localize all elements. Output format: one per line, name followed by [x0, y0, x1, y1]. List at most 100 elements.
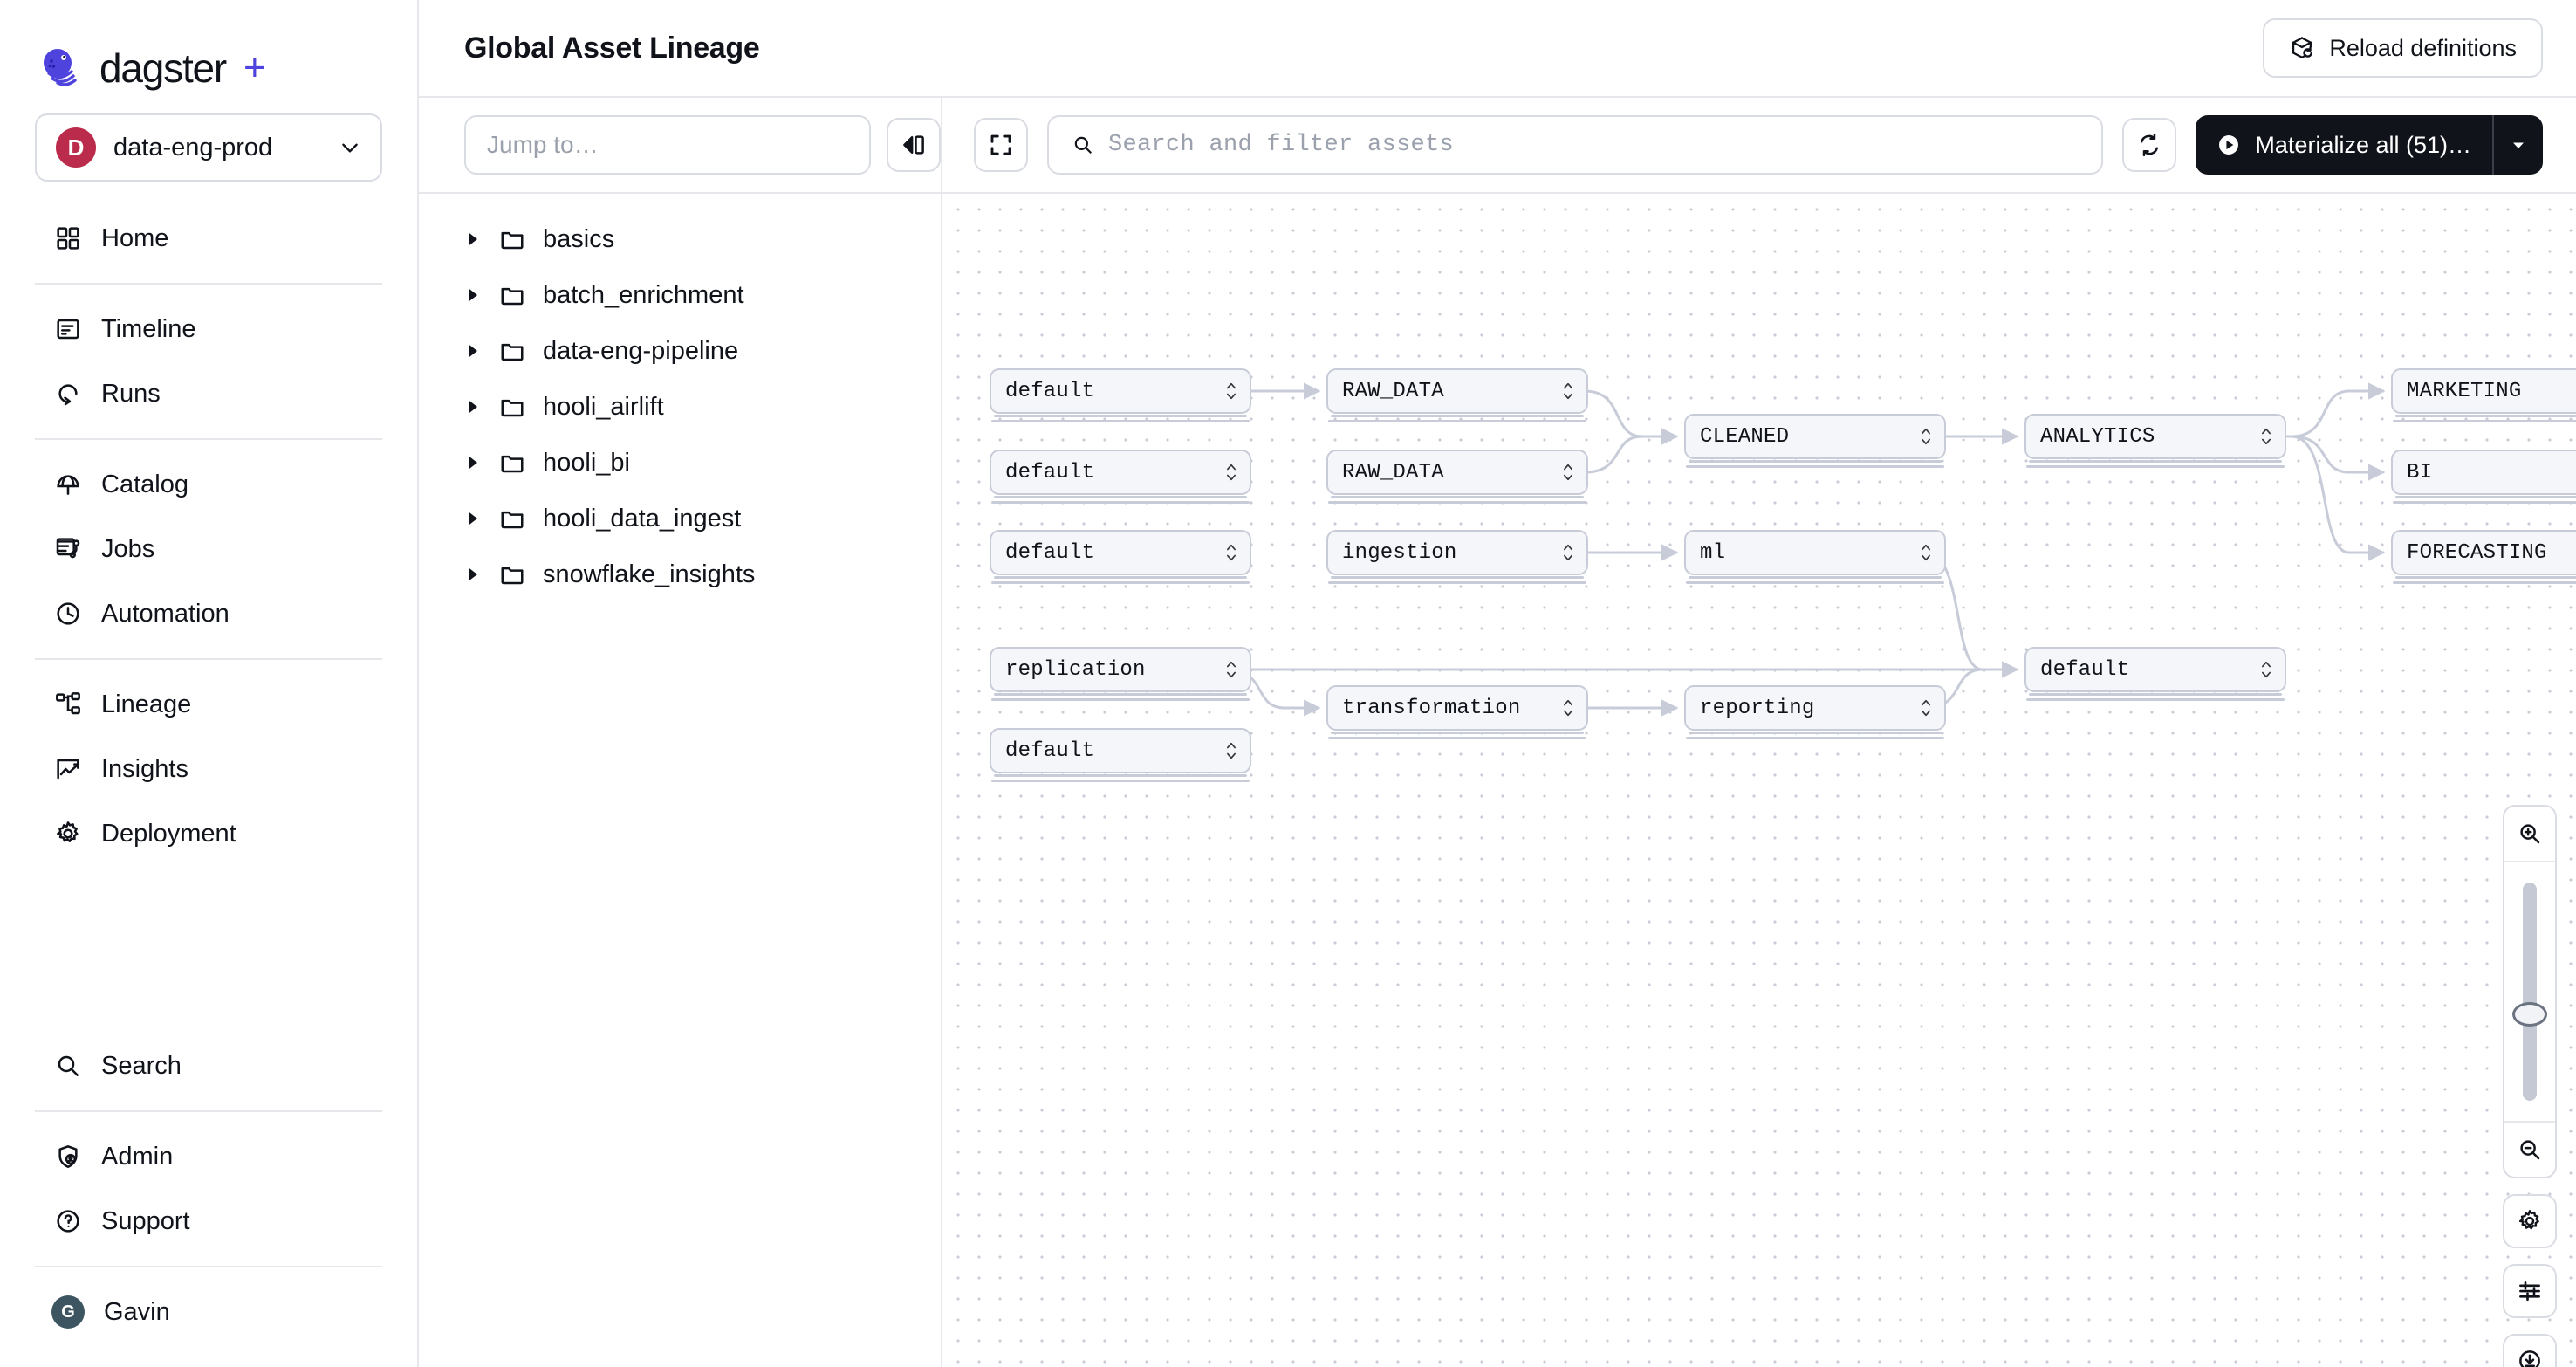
- sidebar-item-label: Search: [101, 1051, 182, 1080]
- deployment-avatar: D: [56, 127, 96, 168]
- graph-node[interactable]: transformation: [1326, 685, 1588, 731]
- refresh-icon: [2141, 133, 2159, 156]
- sidebar-item-jobs[interactable]: Jobs: [0, 517, 417, 581]
- zoom-slider[interactable]: [2504, 861, 2555, 1123]
- asset-search-placeholder: Search and filter assets: [1108, 132, 1455, 158]
- list-item[interactable]: hooli_data_ingest: [419, 491, 941, 546]
- nav-divider: [35, 438, 382, 440]
- sidebar-item-timeline[interactable]: Timeline: [0, 297, 417, 361]
- caret-right-icon: [469, 345, 477, 357]
- graph-node[interactable]: default: [990, 450, 1251, 495]
- expand-collapse-caret-icon[interactable]: [1562, 461, 1574, 484]
- caret-right-icon: [469, 512, 477, 525]
- sidebar-item-label: Support: [101, 1206, 190, 1235]
- list-item[interactable]: hooli_airlift: [419, 379, 941, 435]
- expand-collapse-caret-icon[interactable]: [1225, 461, 1237, 484]
- asset-group-tree: basics batch_enrichment data-eng-pipelin…: [419, 194, 942, 1367]
- secondary-nav: Search Admin Support: [0, 1034, 417, 1367]
- graph-node-stack-indicator: [990, 496, 1251, 505]
- graph-node[interactable]: RAW_DATA: [1326, 450, 1588, 495]
- expand-collapse-caret-icon[interactable]: [2260, 425, 2272, 448]
- sidebar-item-automation[interactable]: Automation: [0, 581, 417, 646]
- shield-user-icon: [58, 1145, 78, 1168]
- zoom-stack: [2503, 805, 2557, 1178]
- graph-node-stack-indicator: [990, 415, 1251, 423]
- graph-node[interactable]: FORECASTING: [2391, 530, 2576, 575]
- graph-settings-button[interactable]: [2503, 1194, 2557, 1248]
- deployment-selector[interactable]: D data-eng-prod: [35, 113, 382, 182]
- expand-collapse-caret-icon[interactable]: [1562, 380, 1574, 402]
- sidebar-item-search[interactable]: Search: [0, 1034, 417, 1098]
- graph-node[interactable]: RAW_DATA: [1326, 368, 1588, 414]
- materialize-dropdown-button[interactable]: [2494, 115, 2543, 175]
- graph-node[interactable]: default: [990, 368, 1251, 414]
- graph-node[interactable]: replication: [990, 647, 1251, 692]
- zoom-out-button[interactable]: [2504, 1123, 2555, 1177]
- graph-node[interactable]: ingestion: [1326, 530, 1588, 575]
- list-item[interactable]: data-eng-pipeline: [419, 323, 941, 379]
- expand-collapse-caret-icon[interactable]: [1225, 380, 1237, 402]
- materialize-all-button[interactable]: Materialize all (51)…: [2196, 115, 2543, 175]
- graph-node[interactable]: MARKETING: [2391, 368, 2576, 414]
- expand-collapse-caret-icon[interactable]: [1225, 541, 1237, 564]
- sidebar-item-admin[interactable]: Admin: [0, 1124, 417, 1189]
- sidebar: dagster + D data-eng-prod Home: [0, 0, 419, 1367]
- graph-node[interactable]: default: [990, 728, 1251, 773]
- zoom-slider-thumb[interactable]: [2512, 1002, 2547, 1027]
- expand-collapse-caret-icon[interactable]: [1562, 697, 1574, 719]
- refresh-button[interactable]: [2122, 118, 2177, 172]
- brand-logo[interactable]: dagster +: [0, 0, 417, 98]
- graph-node[interactable]: default: [990, 530, 1251, 575]
- graph-node[interactable]: CLEANED: [1684, 414, 1946, 459]
- collapse-panel-icon: [903, 135, 924, 155]
- content-split: basics batch_enrichment data-eng-pipelin…: [419, 194, 2576, 1367]
- nav-divider: [35, 1110, 382, 1112]
- graph-edge: [2286, 435, 2386, 481]
- reload-definitions-button[interactable]: Reload definitions: [2263, 18, 2543, 78]
- fullscreen-button[interactable]: [974, 118, 1028, 172]
- sidebar-item-insights[interactable]: Insights: [0, 737, 417, 801]
- expand-collapse-caret-icon[interactable]: [1225, 658, 1237, 681]
- list-item[interactable]: basics: [419, 211, 941, 267]
- graph-zoom-controls: [2503, 805, 2557, 1367]
- sidebar-item-home[interactable]: Home: [0, 206, 417, 271]
- expand-collapse-caret-icon[interactable]: [1225, 739, 1237, 762]
- sidebar-item-support[interactable]: Support: [0, 1189, 417, 1254]
- materialize-main[interactable]: Materialize all (51)…: [2196, 115, 2494, 175]
- collapse-panel-button[interactable]: [887, 118, 941, 172]
- graph-node-stack-indicator: [2391, 576, 2576, 585]
- sidebar-item-user[interactable]: G Gavin: [0, 1280, 417, 1344]
- graph-node[interactable]: ANALYTICS: [2024, 414, 2286, 459]
- list-item[interactable]: hooli_bi: [419, 435, 941, 491]
- list-item[interactable]: batch_enrichment: [419, 267, 941, 323]
- list-item[interactable]: snowflake_insights: [419, 546, 941, 602]
- graph-node-label: ml: [1700, 540, 1726, 565]
- sidebar-item-deployment[interactable]: Deployment: [0, 801, 417, 866]
- sidebar-item-catalog[interactable]: Catalog: [0, 452, 417, 517]
- expand-collapse-caret-icon[interactable]: [1562, 541, 1574, 564]
- graph-node-stack-indicator: [1326, 732, 1588, 740]
- graph-node[interactable]: default: [2024, 647, 2286, 692]
- caret-right-icon: [469, 289, 477, 301]
- graph-node[interactable]: BI: [2391, 450, 2576, 495]
- sidebar-item-lineage[interactable]: Lineage: [0, 672, 417, 737]
- jobs-icon: [56, 538, 80, 559]
- expand-collapse-caret-icon[interactable]: [1920, 541, 1932, 564]
- sidebar-item-runs[interactable]: Runs: [0, 361, 417, 426]
- reload-definitions-label: Reload definitions: [2329, 34, 2517, 61]
- graph-download-button[interactable]: [2503, 1334, 2557, 1367]
- graph-node[interactable]: reporting: [1684, 685, 1946, 731]
- jump-to-input[interactable]: [464, 115, 871, 175]
- expand-collapse-caret-icon[interactable]: [1920, 425, 1932, 448]
- download-icon: [2519, 1350, 2540, 1367]
- chevron-down-icon: [342, 143, 358, 153]
- expand-collapse-caret-icon[interactable]: [2260, 658, 2272, 681]
- folder-icon: [501, 567, 524, 585]
- asset-search-field[interactable]: Search and filter assets: [1047, 115, 2104, 175]
- graph-filters-button[interactable]: [2503, 1264, 2557, 1318]
- graph-node-stack-indicator: [1684, 576, 1946, 585]
- graph-node[interactable]: ml: [1684, 530, 1946, 575]
- expand-collapse-caret-icon[interactable]: [1920, 697, 1932, 719]
- zoom-in-button[interactable]: [2504, 807, 2555, 861]
